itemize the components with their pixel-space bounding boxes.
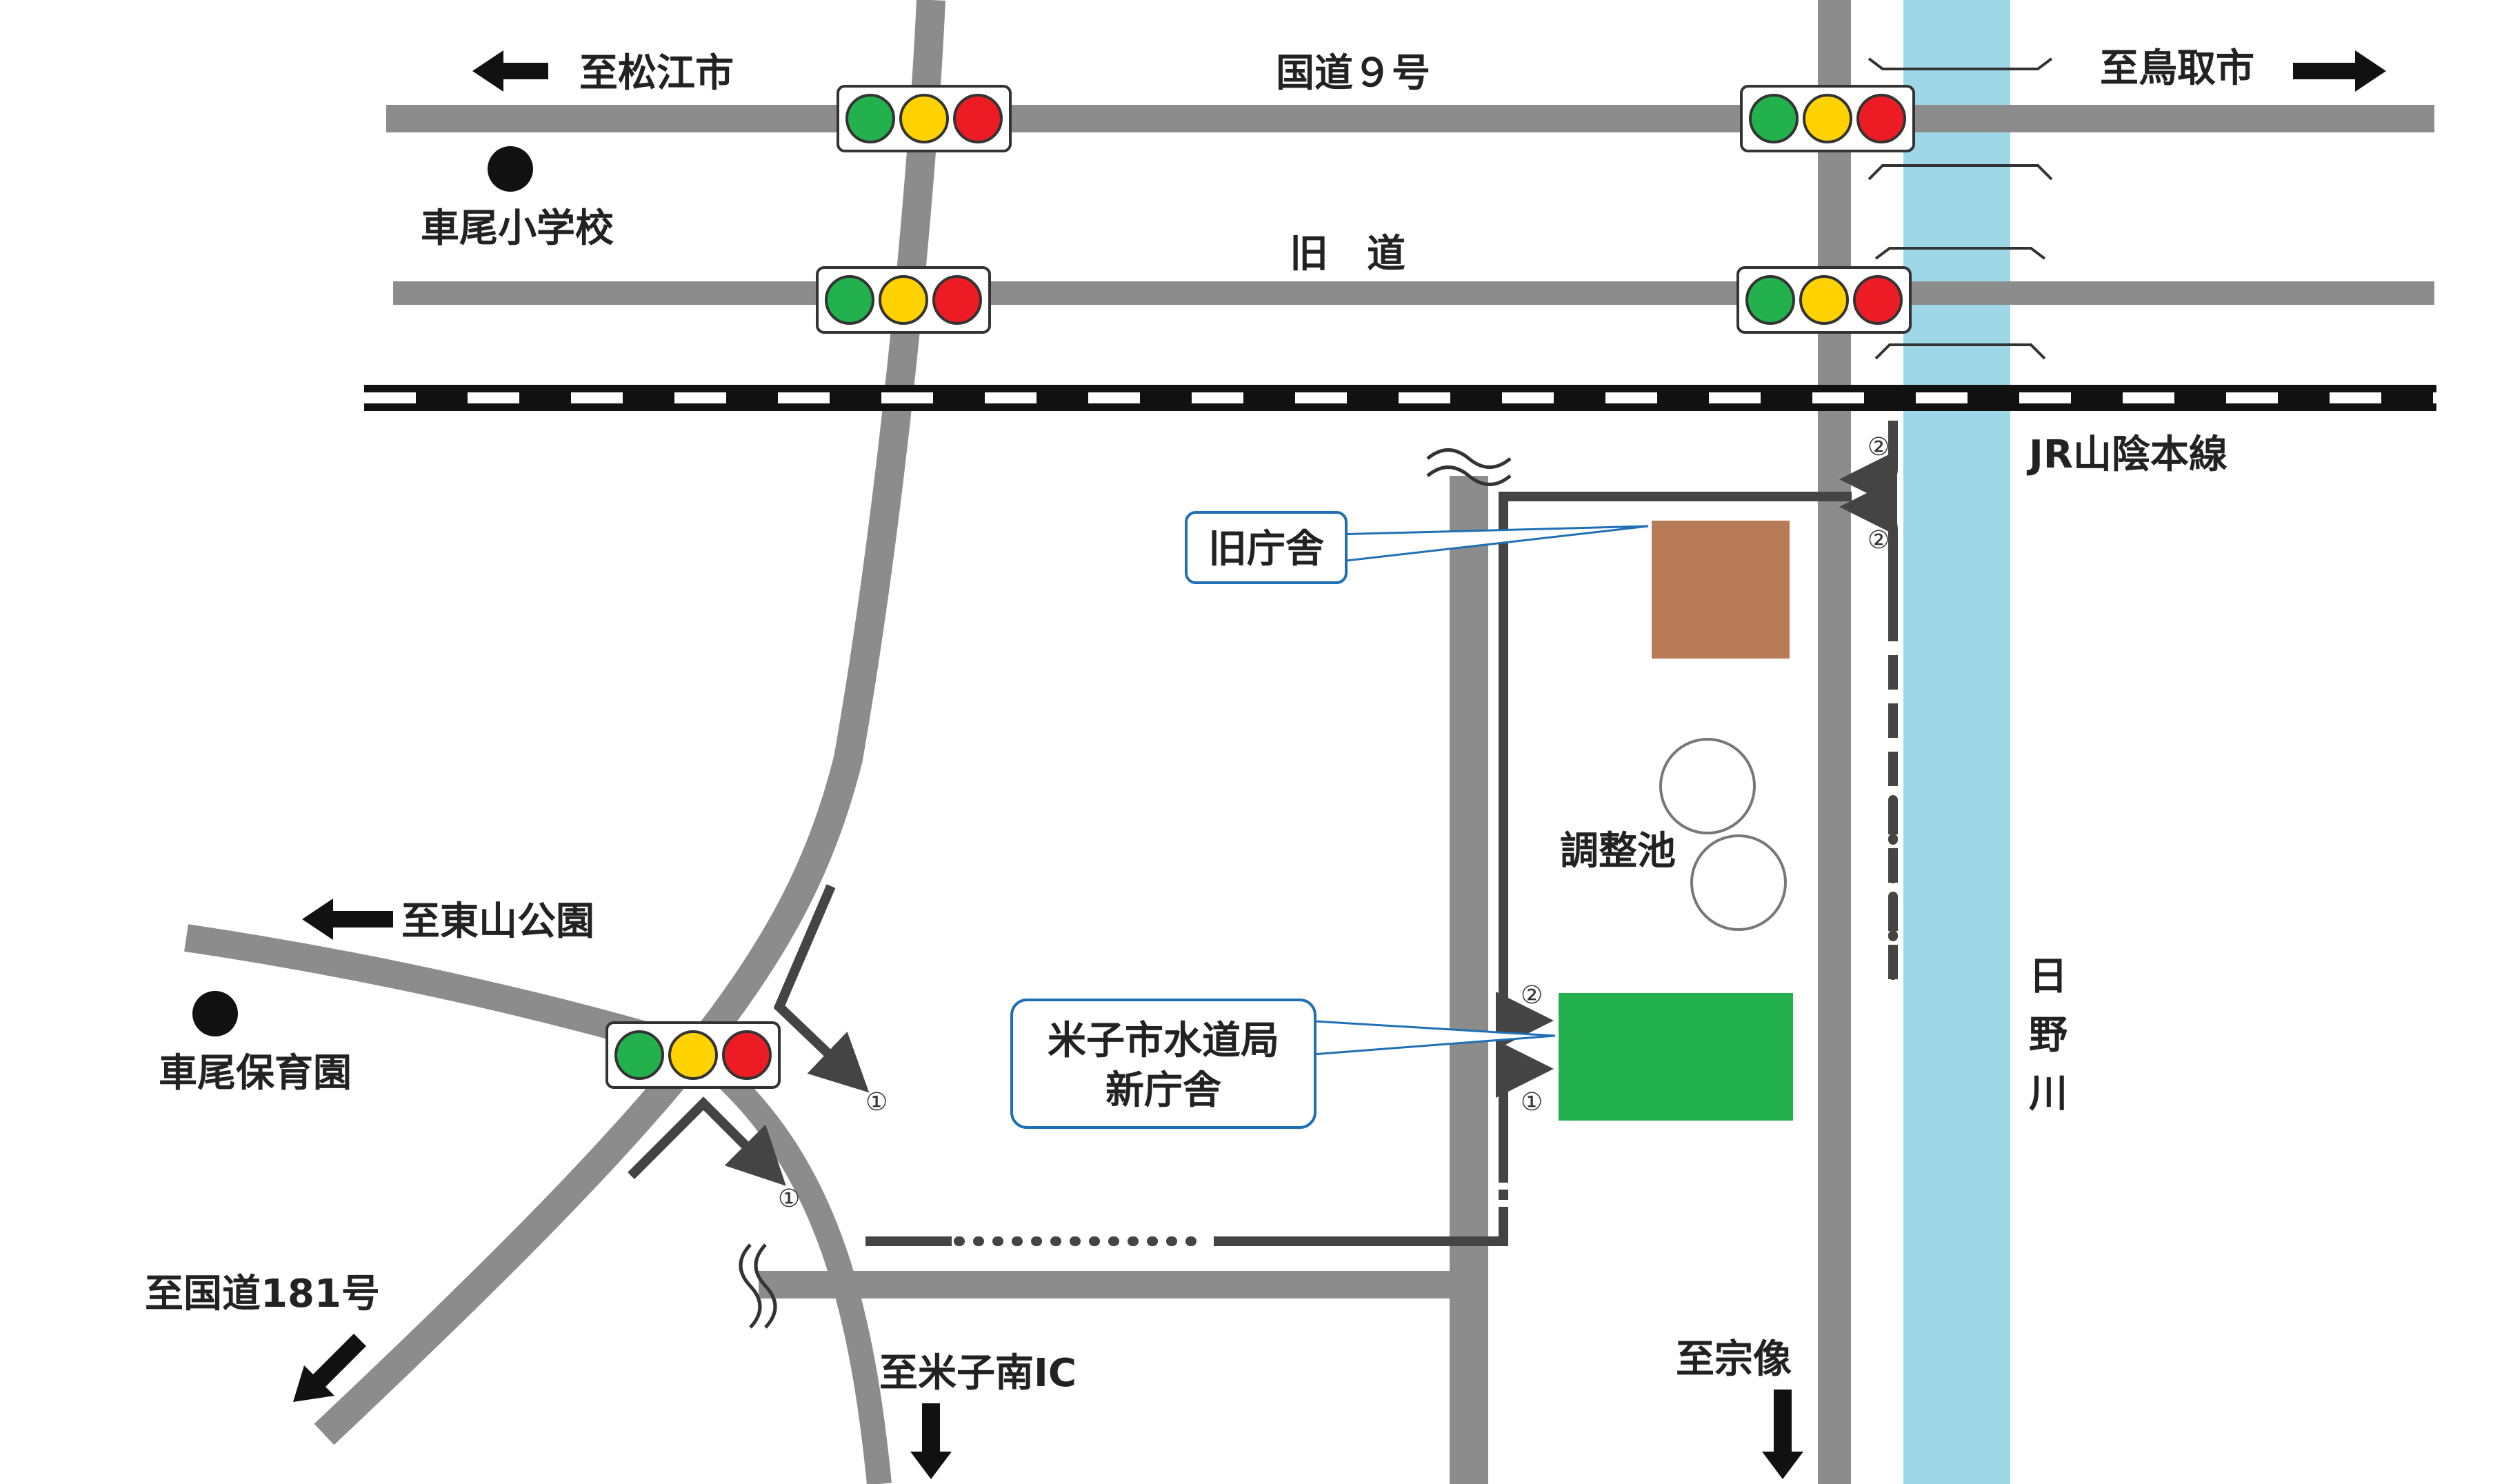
route9-label: 国道９号 <box>1276 51 1430 96</box>
kurumao-nursery-label: 車尾保育園 <box>159 1051 352 1096</box>
route-mark-2: ② <box>1521 981 1543 1010</box>
arrow-right-icon <box>2293 50 2386 92</box>
to-tottori-label: 至鳥取市 <box>2100 46 2254 91</box>
arrow-left-icon <box>302 899 393 940</box>
hino-river <box>1903 0 2010 1484</box>
landmark-dot-icon <box>192 991 238 1036</box>
route-1-turn-a <box>773 884 870 1093</box>
diagonal-main-road <box>314 0 945 1445</box>
traffic-light-icon <box>1736 266 1912 334</box>
traffic-light-icon <box>1740 85 1915 152</box>
arrow-down-icon <box>1762 1390 1803 1479</box>
to-route181-label: 至国道181号 <box>145 1272 380 1316</box>
landmark-dot-icon <box>488 146 533 192</box>
pond-label: 調整池 <box>1560 829 1676 874</box>
jr-railway <box>364 385 2436 411</box>
river-label-char: 川 <box>2029 1072 2068 1116</box>
new-office-callout: 米子市水道局 新庁舎 <box>1010 999 1556 1129</box>
road-break-icon <box>739 1243 777 1329</box>
kurumao-elementary-label: 車尾小学校 <box>421 206 614 251</box>
route-mark-1: ① <box>1521 1088 1543 1116</box>
old-office-building <box>1652 521 1790 659</box>
route-mark-1: ① <box>778 1185 800 1213</box>
route-mark-2: ② <box>1868 526 1890 554</box>
new-office-label-line1: 米子市水道局 <box>1048 1019 1279 1063</box>
pond-circle-south <box>1690 834 1787 931</box>
ic-road <box>715 1066 892 1484</box>
old-office-label: 旧庁舎 <box>1208 527 1324 572</box>
traffic-light-icon <box>837 85 1012 152</box>
new-office-label-line2: 新庁舎 <box>1105 1068 1221 1113</box>
roads <box>184 0 2434 1484</box>
river-label-char: 日 <box>2029 954 2068 999</box>
route-mark-1: ① <box>865 1088 888 1116</box>
route-1-turn-b <box>628 1096 786 1186</box>
arrow-down-left-icon <box>293 1334 366 1402</box>
traffic-light-icon <box>605 1021 781 1089</box>
road-break-icon <box>1426 448 1512 486</box>
to-higashiyama-label: 至東山公園 <box>401 899 594 944</box>
bridge-marks <box>1868 57 2053 360</box>
new-office-building <box>1559 993 1793 1121</box>
to-munakata-label: 至宗像 <box>1676 1337 1792 1382</box>
route-mark-2: ② <box>1868 433 1890 461</box>
traffic-light-icon <box>816 266 991 334</box>
access-routes <box>628 421 1898 1247</box>
arrow-left-icon <box>472 50 548 92</box>
to-yonago-minami-ic-label: 至米子南IC <box>879 1351 1077 1396</box>
old-office-callout: 旧庁舎 <box>1185 511 1649 584</box>
arrow-down-icon <box>910 1403 952 1479</box>
to-matsue-label: 至松江市 <box>579 51 734 96</box>
pond-circle-north <box>1659 738 1756 834</box>
old-road-label: 旧 道 <box>1290 232 1405 277</box>
route-2-east-c <box>1839 478 1898 621</box>
jr-line-label: JR山陰本線 <box>2026 432 2227 477</box>
river-label-char: 野 <box>2029 1013 2068 1058</box>
